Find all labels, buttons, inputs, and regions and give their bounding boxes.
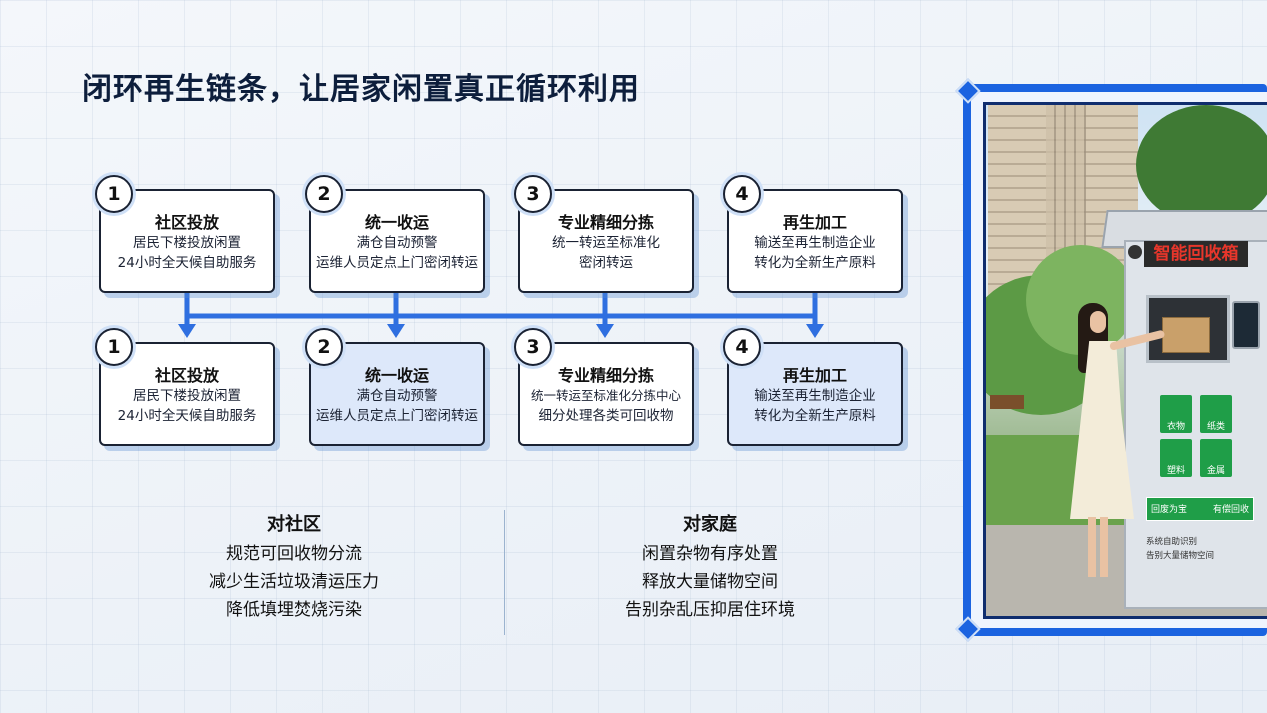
step-line: 统一转运至标准化分拣中心 [530, 388, 681, 403]
benefit-line: 规范可回收物分流 [226, 544, 362, 564]
step-title: 社区投放 [154, 366, 219, 385]
step-number-badge: 1 [95, 328, 133, 366]
step-number-badge: 3 [514, 175, 552, 213]
woman-legs [1088, 517, 1108, 577]
parcel-box [1162, 317, 1210, 353]
machine-banner: 回废为宝 有偿回收 [1146, 497, 1254, 521]
banner-right-text: 有偿回收 [1212, 505, 1249, 515]
step-line: 居民下楼投放闲置 [133, 388, 241, 404]
step-title: 社区投放 [154, 213, 219, 232]
benefit-line: 降低填埋焚烧污染 [226, 600, 362, 620]
step-title: 再生加工 [782, 213, 847, 232]
button-label: 纸类 [1206, 422, 1225, 432]
button-label: 塑料 [1166, 466, 1185, 476]
flow-connectors [178, 293, 824, 338]
category-button-plastic: 塑料 [1160, 439, 1192, 477]
step-title: 统一收运 [364, 366, 429, 385]
step-card-top-1: 社区投放 居民下楼投放闲置 24小时全天候自助服务 [99, 189, 275, 293]
step-line: 统一转运至标准化 [552, 235, 660, 251]
recycling-machine-photo: 智能回收箱 衣物 纸类 塑料 金属 回废为宝 有偿回收 系统自助识别 告别大量储… [983, 102, 1267, 619]
step-title: 统一收运 [364, 213, 429, 232]
category-button-metal: 金属 [1200, 439, 1232, 477]
step-line: 24小时全天候自助服务 [117, 408, 257, 424]
woman-face [1090, 311, 1106, 333]
step-line: 满仓自动预警 [356, 388, 438, 404]
step-line: 满仓自动预警 [356, 235, 438, 251]
step-card-bottom-4: 再生加工 输送至再生制造企业 转化为全新生产原料 [727, 342, 903, 446]
photo-frame: 智能回收箱 衣物 纸类 塑料 金属 回废为宝 有偿回收 系统自助识别 告别大量储… [955, 78, 1267, 642]
step-number-badge: 2 [305, 175, 343, 213]
benefit-heading-community: 对社区 [267, 514, 321, 535]
machine-sign: 智能回收箱 [1144, 241, 1248, 267]
touch-screen [1232, 301, 1260, 349]
step-line: 运维人员定点上门密闭转运 [316, 408, 478, 424]
category-button-paper: 纸类 [1200, 395, 1232, 433]
step-line: 密闭转运 [579, 255, 633, 271]
step-card-bottom-1: 社区投放 居民下楼投放闲置 24小时全天候自助服务 [99, 342, 275, 446]
button-label: 金属 [1206, 466, 1225, 476]
step-line: 输送至再生制造企业 [754, 235, 876, 251]
machine-notice-line: 告别大量储物空间 [1146, 551, 1215, 561]
button-label: 衣物 [1166, 422, 1185, 432]
benefit-heading-family: 对家庭 [683, 514, 737, 535]
step-number-badge: 4 [723, 328, 761, 366]
benefit-line: 减少生活垃圾清运压力 [209, 572, 379, 592]
step-number-badge: 3 [514, 328, 552, 366]
benefit-line: 释放大量储物空间 [642, 572, 778, 592]
step-line: 输送至再生制造企业 [754, 388, 876, 404]
step-line: 细分处理各类可回收物 [538, 408, 674, 424]
camera-icon [1128, 245, 1142, 259]
step-number-badge: 1 [95, 175, 133, 213]
step-line: 24小时全天候自助服务 [117, 255, 257, 271]
category-button-clothes: 衣物 [1160, 395, 1192, 433]
page-title: 闭环再生链条，让居家闲置真正循环利用 [82, 72, 640, 107]
step-number-badge: 4 [723, 175, 761, 213]
step-line: 转化为全新生产原料 [754, 255, 876, 271]
step-title: 专业精细分拣 [557, 213, 654, 232]
step-number-badge: 2 [305, 328, 343, 366]
benefit-divider [504, 510, 505, 635]
benefit-line: 闲置杂物有序处置 [642, 544, 778, 564]
step-title: 专业精细分拣 [557, 366, 654, 385]
machine-notice-line: 系统自助识别 [1146, 537, 1198, 547]
step-line: 居民下楼投放闲置 [133, 235, 241, 251]
banner-left-text: 回废为宝 [1151, 505, 1188, 515]
tree [1136, 105, 1267, 225]
park-bench [990, 395, 1024, 409]
step-line: 运维人员定点上门密闭转运 [316, 255, 478, 271]
benefit-line: 告别杂乱压抑居住环境 [625, 600, 795, 620]
step-title: 再生加工 [782, 366, 847, 385]
step-line: 转化为全新生产原料 [754, 408, 876, 424]
